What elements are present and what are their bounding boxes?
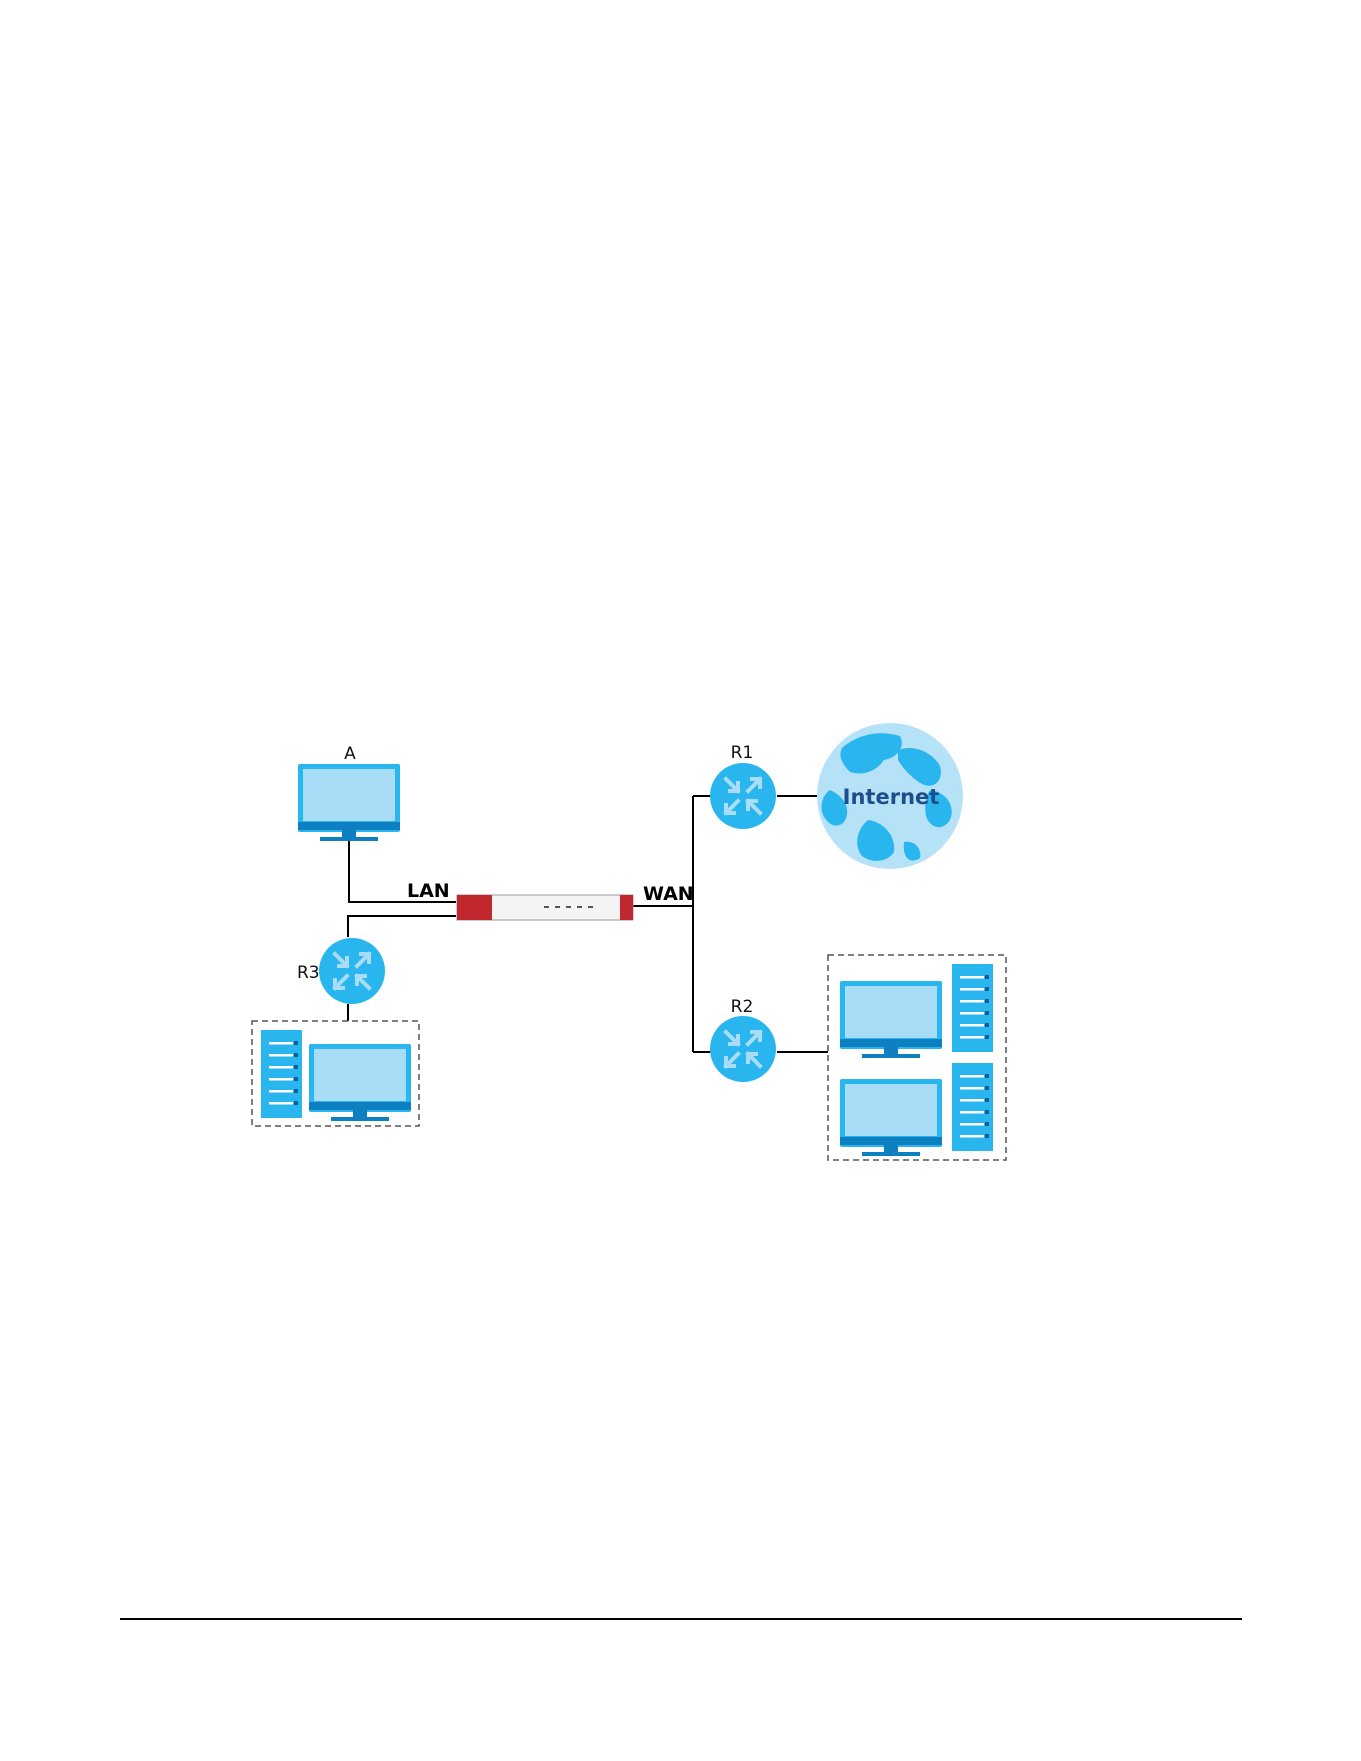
server-icon — [952, 964, 993, 1052]
router-r2: R2 — [710, 997, 776, 1082]
internet-cloud: Internet — [817, 723, 963, 869]
internet-label: Internet — [843, 785, 940, 809]
router-icon — [710, 763, 776, 829]
wan-host-group — [828, 955, 1006, 1160]
monitor-icon — [840, 1079, 942, 1156]
router-r1: R1 — [710, 743, 776, 829]
router-r2-label: R2 — [731, 997, 754, 1017]
link-r3-firewall — [348, 916, 456, 937]
lan-label: LAN — [407, 880, 450, 902]
router-icon — [710, 1016, 776, 1082]
connection-lines — [348, 796, 828, 1052]
wan-label: WAN — [643, 883, 694, 905]
monitor-icon — [298, 764, 400, 841]
router-r3: R3 — [297, 938, 385, 1004]
server-icon — [261, 1030, 302, 1118]
computer-a-label: A — [344, 744, 356, 764]
firewall-left-cap — [457, 895, 492, 920]
monitor-icon — [840, 981, 942, 1058]
server-icon — [952, 1063, 993, 1151]
firewall-device — [457, 895, 633, 920]
computer-a: A — [298, 744, 400, 841]
router-r3-label: R3 — [297, 963, 320, 983]
router-icon — [319, 938, 385, 1004]
lan-host-group — [252, 1021, 419, 1126]
firewall-right-cap — [620, 895, 633, 920]
monitor-icon — [309, 1044, 411, 1121]
footer-rule — [120, 1618, 1242, 1620]
router-r1-label: R1 — [731, 743, 754, 763]
